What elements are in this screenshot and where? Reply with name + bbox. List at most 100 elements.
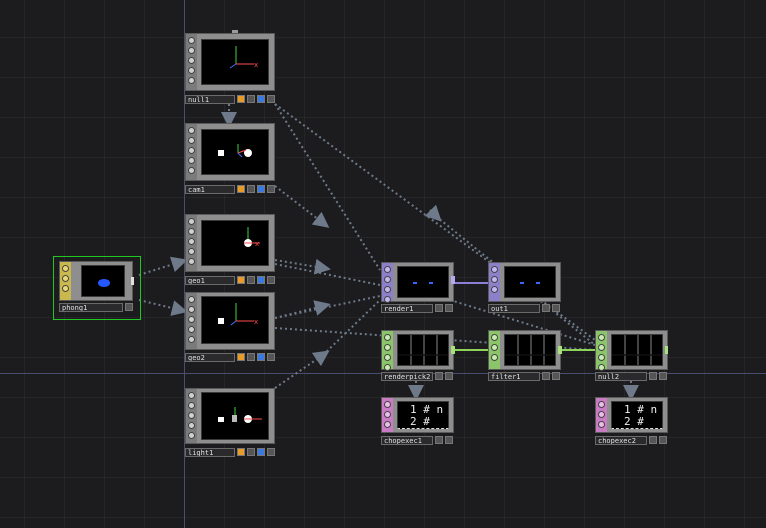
chop-graph	[612, 335, 662, 365]
phong1-name-label: phong1	[59, 303, 123, 312]
null2-name-label: null2	[595, 372, 647, 381]
display-flag-icon[interactable]	[257, 185, 265, 193]
dat-line-2: 2 #	[410, 415, 430, 428]
svg-text:x: x	[254, 61, 258, 69]
bypass-flag-icon[interactable]	[552, 372, 560, 380]
cam1-viewer	[201, 129, 269, 175]
display-flag-icon[interactable]	[257, 95, 265, 103]
output-port[interactable]	[451, 276, 455, 284]
chop-graph	[398, 335, 448, 365]
bypass-flag-icon[interactable]	[552, 304, 560, 312]
chop-strip	[382, 331, 393, 371]
bypass-flag-icon[interactable]	[445, 372, 453, 380]
render-preview	[413, 282, 433, 284]
mat-strip	[60, 262, 71, 300]
bypass-flag-icon[interactable]	[247, 95, 255, 103]
out1-name-label: out1	[488, 304, 540, 313]
render-flag-icon[interactable]	[237, 448, 245, 456]
dat-strip	[382, 398, 393, 432]
node-left-strip	[186, 34, 197, 90]
top-strip	[382, 263, 393, 303]
lock-flag-icon[interactable]	[267, 448, 275, 456]
null2-viewer	[611, 334, 663, 366]
output-port[interactable]	[558, 346, 562, 354]
null1-viewer: x	[201, 39, 269, 85]
dat-line-1: 1 # n	[624, 403, 658, 416]
output-port[interactable]	[665, 346, 668, 354]
render-flag-icon[interactable]	[237, 95, 245, 103]
render1-viewer	[397, 266, 449, 298]
bypass-flag-icon[interactable]	[659, 372, 667, 380]
cam1-name-label: cam1	[185, 185, 235, 194]
wire-arrow-null1	[424, 204, 442, 222]
phong1-viewer	[81, 265, 125, 297]
wire-geo2-render1	[274, 300, 331, 319]
viewer-flag-icon[interactable]	[649, 372, 657, 380]
filter1-name-label: filter1	[488, 372, 540, 381]
svg-text:x: x	[255, 240, 259, 248]
render1-name-label: render1	[381, 304, 433, 313]
chopexec2-viewer: 1 # n 2 #	[611, 401, 663, 429]
bypass-flag-icon[interactable]	[445, 436, 453, 444]
render-flag-icon[interactable]	[237, 185, 245, 193]
chopexec2-name-label: chopexec2	[595, 436, 647, 445]
bypass-flag-icon[interactable]	[247, 276, 255, 284]
wire-light1-render1	[274, 350, 330, 389]
wire-geo1-render1-b	[274, 263, 381, 286]
bypass-flag-icon[interactable]	[659, 436, 667, 444]
geo1-viewer: x	[201, 220, 269, 266]
axis-gizmo-icon: x	[229, 46, 258, 69]
geo2-name-label: geo2	[185, 353, 235, 362]
axis-gizmo-icon: x	[218, 303, 258, 326]
wire-phong1-geo2	[138, 299, 188, 316]
display-flag-icon[interactable]	[257, 353, 265, 361]
render-flag-icon[interactable]	[237, 276, 245, 284]
out1-viewer	[504, 266, 556, 298]
chop-graph	[505, 335, 555, 365]
renderpick2-viewer	[397, 334, 449, 366]
geo1-name-label: geo1	[185, 276, 235, 285]
lock-flag-icon[interactable]	[267, 353, 275, 361]
bypass-flag-icon[interactable]	[247, 185, 255, 193]
bypass-flag-icon[interactable]	[247, 448, 255, 456]
output-port[interactable]	[131, 277, 134, 285]
geo2-viewer: x	[201, 296, 269, 344]
lock-flag-icon[interactable]	[267, 185, 275, 193]
chopexec1-viewer: 1 # n 2 #	[397, 401, 449, 429]
wire-geo2-render1-b	[274, 295, 381, 319]
render-flag-icon[interactable]	[237, 353, 245, 361]
output-port[interactable]	[451, 346, 455, 354]
bypass-flag-icon[interactable]	[445, 304, 453, 312]
wire-render1-null2	[449, 299, 596, 346]
viewer-flag-icon[interactable]	[435, 372, 443, 380]
viewer-flag-icon[interactable]	[542, 372, 550, 380]
dat-line-2: 2 #	[624, 415, 644, 428]
viewer-flag-icon[interactable]	[649, 436, 657, 444]
wire-geo1-render1	[274, 258, 331, 275]
wire-phong1-geo1	[138, 256, 188, 276]
light-icon	[218, 407, 262, 423]
viewer-flag-icon[interactable]	[435, 436, 443, 444]
null1-name-label: null1	[185, 95, 235, 104]
light1-name-label: light1	[185, 448, 235, 457]
wire-cam1-render1	[274, 185, 330, 228]
node-top-tab	[232, 30, 238, 33]
display-flag-icon[interactable]	[257, 276, 265, 284]
svg-text:x: x	[254, 318, 258, 326]
material-preview-icon	[98, 279, 110, 287]
viewer-flag-icon[interactable]	[435, 304, 443, 312]
filter1-viewer	[504, 334, 556, 366]
wire-null1-render1	[274, 103, 381, 271]
bypass-flag-icon[interactable]	[247, 353, 255, 361]
lock-flag-icon[interactable]	[267, 95, 275, 103]
chopexec1-name-label: chopexec1	[381, 436, 433, 445]
dat-line-1: 1 # n	[410, 403, 444, 416]
display-flag-icon[interactable]	[257, 448, 265, 456]
axis-gizmo-icon: x	[244, 227, 260, 248]
render-preview	[520, 282, 540, 284]
lock-flag-icon[interactable]	[267, 276, 275, 284]
camera-icon	[218, 144, 252, 158]
bypass-flag-icon[interactable]	[125, 303, 133, 311]
viewer-flag-icon[interactable]	[542, 304, 550, 312]
